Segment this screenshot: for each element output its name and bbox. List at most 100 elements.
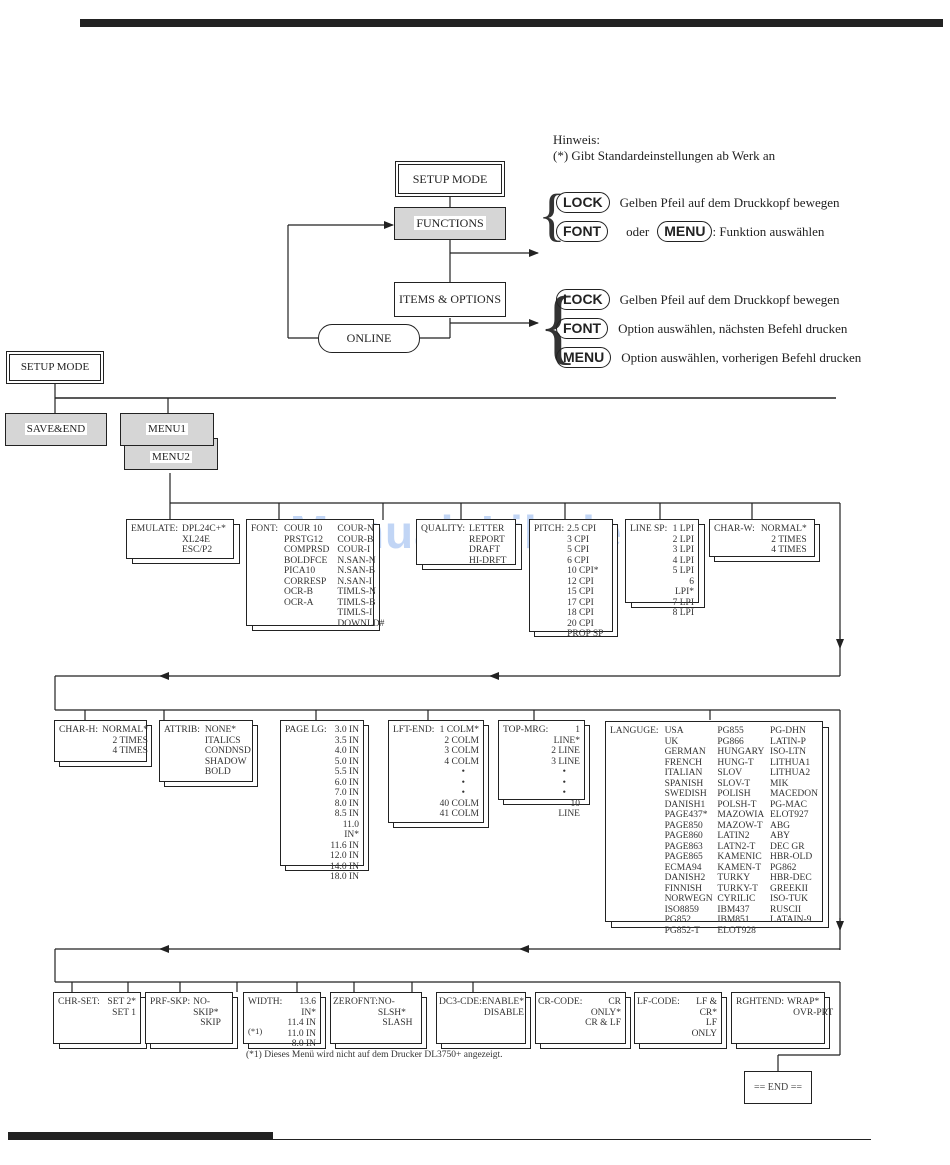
legend-text: : Funktion auswählen <box>712 224 825 239</box>
option: 3.5 IN <box>334 735 359 746</box>
option: 2 LINE <box>551 746 580 756</box>
option: USA <box>664 726 684 736</box>
option: GERMAN <box>664 747 706 757</box>
option: N.SAN-N <box>337 555 376 566</box>
option: SHADOW <box>204 756 247 767</box>
option: SET 2* <box>107 997 136 1007</box>
option: OCR-B <box>283 587 314 597</box>
footer-rule-thin <box>273 1139 871 1140</box>
option: MIK <box>769 778 789 789</box>
overview-setup-mode-label: SETUP MODE <box>412 172 488 186</box>
option: 3 LINE <box>551 756 580 767</box>
option: 6 CPI <box>567 555 590 566</box>
option: NONE* <box>204 725 237 735</box>
option: 3 COLM <box>444 746 479 756</box>
option: 2 TIMES <box>112 735 148 746</box>
option: PG852-T <box>664 925 700 936</box>
option: SPANISH <box>664 778 704 789</box>
lock-key-icon: LOCK <box>556 192 610 213</box>
option: 4 TIMES <box>771 545 807 555</box>
footnote: (*1) Dieses Menü wird nicht auf dem Druc… <box>246 1050 503 1060</box>
menu-label: LANGUGE: <box>610 726 659 736</box>
option: POLISH <box>717 789 751 799</box>
option: 2.5 CPI <box>567 524 597 534</box>
option: LATAIN-9 <box>769 915 812 925</box>
option: • <box>461 788 465 798</box>
option: NORMAL* <box>102 725 148 735</box>
menu-label: PITCH: <box>534 524 565 534</box>
option: PG862 <box>769 862 797 873</box>
tree-setup-mode-label: SETUP MODE <box>20 361 90 373</box>
menu-label: DC3-CDE: <box>439 997 482 1007</box>
option: CORRESP <box>283 576 327 587</box>
option: SLOV-T <box>717 778 751 789</box>
option: 2 LPI <box>672 534 694 545</box>
option: LF ONLY <box>691 1018 717 1039</box>
option: TIMLS-B <box>337 597 376 608</box>
option: 12.0 IN <box>329 851 359 861</box>
option: 14.0 IN <box>329 861 359 872</box>
menu2-label: MENU2 <box>150 451 192 463</box>
option: LETTER <box>468 524 505 534</box>
option: ELOT927 <box>769 810 809 820</box>
font-key-icon: FONT <box>556 221 609 242</box>
option: KAMEN-T <box>717 862 762 873</box>
option: 4 COLM <box>444 756 479 767</box>
option: COUR-I <box>337 545 371 555</box>
option: PG-DHN <box>769 726 806 736</box>
option: COMPRSD <box>283 545 330 555</box>
menu-label: LF-CODE: <box>637 997 680 1007</box>
end-label: == END == <box>753 1082 803 1093</box>
option: 2 TIMES <box>771 534 807 545</box>
option: XL24E <box>181 534 210 545</box>
menu-dc3-cde: DC3-CDE: ENABLE*DISABLE <box>436 992 526 1044</box>
option: SET 1 <box>112 1007 136 1018</box>
option: 8.5 IN <box>334 809 359 819</box>
option: 15 CPI <box>567 587 594 597</box>
option: BOLD <box>204 767 231 777</box>
option: • <box>562 788 566 798</box>
option: MAZOW-T <box>717 820 763 831</box>
menu-lf-code: LF-CODE: LF & CR*LF ONLY <box>634 992 722 1044</box>
option: 3 LPI <box>672 545 694 555</box>
option: 20 CPI <box>567 618 594 629</box>
option: 5.0 IN <box>334 756 359 767</box>
option: LF & CR* <box>696 997 717 1018</box>
option: KAMENIC <box>717 852 762 862</box>
option: PAGE437* <box>664 810 708 820</box>
option: 11.6 IN <box>330 840 359 851</box>
option: ITALICS <box>204 735 241 746</box>
menu-zerofnt: ZEROFNT: NO-SLSH*SLASH <box>330 992 422 1044</box>
option: 4 LPI <box>672 555 694 566</box>
option: DANISH2 <box>664 873 706 883</box>
option: ESC/P2 <box>181 545 213 555</box>
option: COUR-N <box>337 524 374 534</box>
menu-label: WIDTH: <box>248 997 283 1007</box>
menu-chr-set: CHR-SET: SET 2*SET 1 <box>53 992 141 1044</box>
legend-items-row-3: MENU Option auswählen, vorherigen Befehl… <box>556 347 861 368</box>
tree-save-end: SAVE&END <box>5 413 107 446</box>
option: BOLDFCE <box>283 555 328 566</box>
menu-label: LFT-END: <box>393 725 435 735</box>
option: RUSCII <box>769 904 802 915</box>
option: 8.0 IN <box>334 798 359 809</box>
option: 1 LPI <box>672 524 694 534</box>
option: 11.0 IN <box>287 1028 316 1039</box>
option: 8.0 IN <box>291 1039 316 1049</box>
menu-label: CR-CODE: <box>538 997 583 1007</box>
option: ENABLE* <box>481 997 524 1007</box>
option: 40 COLM <box>439 798 479 809</box>
menu-label: TOP-MRG: <box>503 725 549 735</box>
option: SWEDISH <box>664 789 707 799</box>
option: COUR 10 <box>283 524 323 534</box>
option: 1 LINE* <box>553 725 580 746</box>
option: PAGE863 <box>664 841 703 852</box>
option: DPL24C+* <box>181 524 226 534</box>
option: CR ONLY* <box>590 997 621 1018</box>
option: TIMLS-I <box>337 608 373 618</box>
legend-functions-row-1: LOCK Gelben Pfeil auf dem Druckkopf bewe… <box>556 192 840 213</box>
menu-key-icon: MENU <box>556 347 612 368</box>
